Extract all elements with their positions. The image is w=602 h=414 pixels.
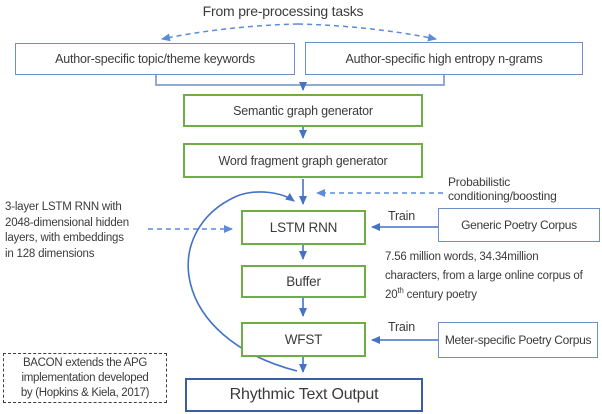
bacon-note-line2: implementation developed bbox=[21, 371, 149, 384]
bacon-note-line3: by (Hopkins & Kiela, 2017) bbox=[20, 386, 150, 399]
node-author-topic-keywords: Author-specific topic/theme keywords bbox=[15, 43, 295, 75]
node-generic-poetry-corpus: Generic Poetry Corpus bbox=[438, 208, 600, 242]
node-meter-specific-poetry-corpus: Meter-specific Poetry Corpus bbox=[438, 322, 598, 358]
feedback-loop-arrow bbox=[187, 191, 298, 372]
train-label-top: Train bbox=[388, 209, 416, 223]
node-wfst: WFST bbox=[241, 322, 366, 357]
node-rhythmic-text-output: Rhythmic Text Output bbox=[185, 378, 423, 412]
bacon-note-line1: BACON extends the APG bbox=[22, 356, 148, 369]
probabilistic-note-line2: conditioning/boosting bbox=[448, 189, 557, 203]
node-buffer: Buffer bbox=[241, 265, 366, 298]
lstm-architecture-note: 3-layer LSTM RNN with 2048-dimensional h… bbox=[5, 200, 129, 262]
node-semantic-graph-generator: Semantic graph generator bbox=[183, 94, 423, 127]
lstm-note-line3: layers, with embeddings bbox=[5, 232, 124, 244]
corpus-stats-century-sup: th bbox=[397, 286, 404, 296]
train-label-bottom: Train bbox=[388, 320, 416, 334]
bacon-reference-note: BACON extends the APG implementation dev… bbox=[3, 353, 167, 403]
node-author-high-entropy-ngrams: Author-specific high entropy n-grams bbox=[305, 42, 583, 75]
fanout-arrow-right bbox=[297, 23, 437, 42]
probabilistic-note-line1: Probabilistic bbox=[448, 175, 511, 189]
node-lstm-rnn: LSTM RNN bbox=[241, 210, 366, 245]
fanout-arrow-left bbox=[161, 23, 299, 42]
corpus-stats-note: 7.56 million words, 34.34million charact… bbox=[385, 248, 583, 305]
lstm-note-line4: in 128 dimensions bbox=[5, 247, 95, 260]
probabilistic-conditioning-note: Probabilistic conditioning/boosting bbox=[448, 175, 557, 203]
lstm-note-line2: 2048-dimensional hidden bbox=[5, 216, 129, 229]
lstm-note-line1: 3-layer LSTM RNN with bbox=[5, 201, 122, 213]
merge-bracket-connector bbox=[155, 75, 445, 86]
diagram-title: From pre-processing tasks bbox=[202, 3, 364, 19]
corpus-stats-line1: 7.56 million words, 34.34million bbox=[385, 251, 539, 263]
corpus-stats-line2: characters, from a large online corpus o… bbox=[385, 270, 583, 282]
node-word-fragment-graph-generator: Word fragment graph generator bbox=[183, 143, 423, 178]
corpus-stats-century-text: century poetry bbox=[403, 289, 477, 301]
corpus-stats-century-number: 20 bbox=[385, 289, 398, 301]
corpus-stats-line3: 20th century poetry bbox=[385, 286, 583, 305]
